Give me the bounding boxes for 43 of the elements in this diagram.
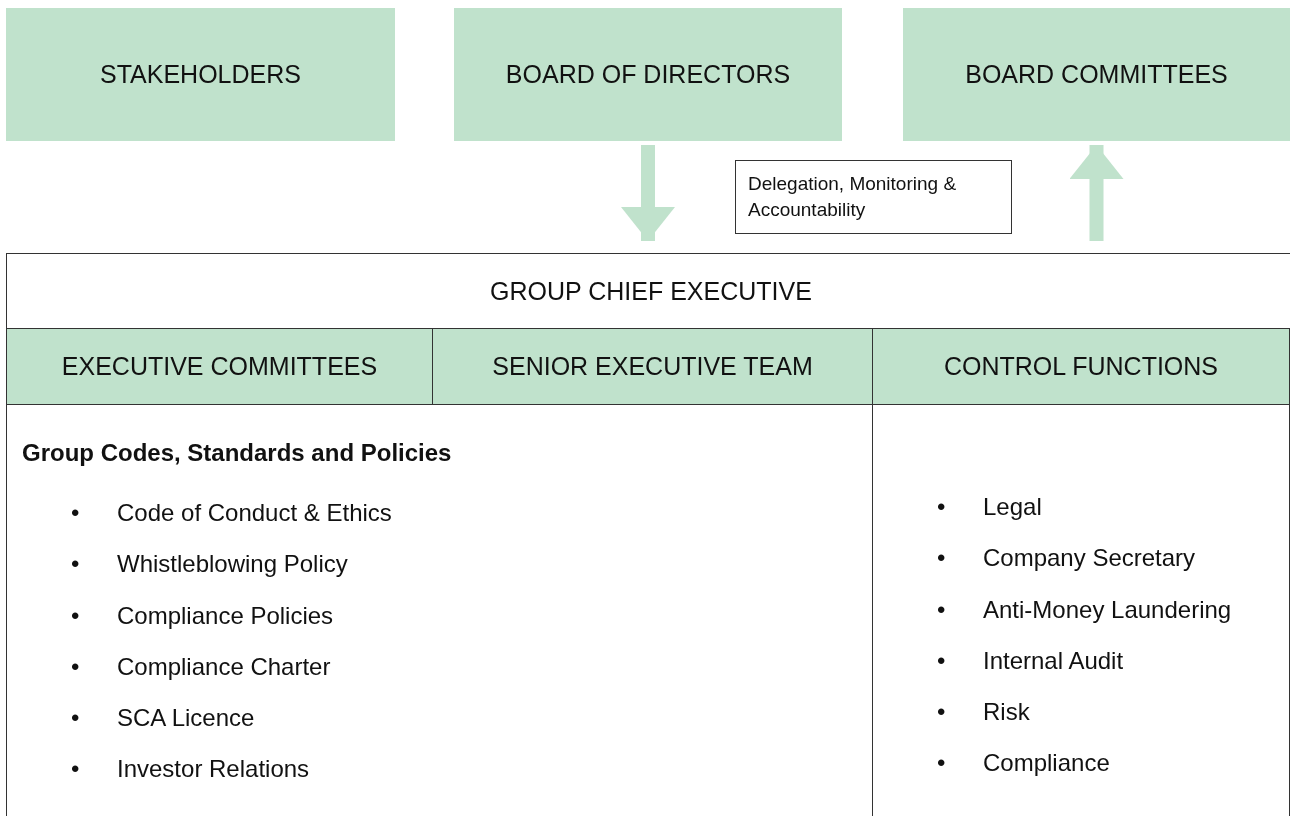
block-arrow: [621, 145, 675, 241]
heading-box: [432, 328, 873, 405]
heading-box: [903, 8, 1290, 141]
box-label: Delegation, Monitoring & Accountability: [748, 172, 958, 222]
block-arrow: [1069, 145, 1124, 241]
box-label: BOARD COMMITTEES: [965, 60, 1228, 89]
heading-box: [6, 253, 1290, 329]
list-item: Investor Relations: [117, 755, 310, 783]
list-item: Risk: [983, 698, 1030, 726]
bullet: •: [937, 748, 946, 779]
list-item: Compliance: [983, 749, 1110, 777]
heading-box: [6, 328, 433, 405]
box-label: STAKEHOLDERS: [100, 60, 301, 89]
box-label: SENIOR EXECUTIVE TEAM: [492, 352, 813, 381]
heading-box: [454, 8, 842, 141]
box-label: EXECUTIVE COMMITTEES: [61, 352, 378, 381]
bullet: •: [937, 594, 946, 625]
bullet: •: [937, 492, 946, 522]
box-label: CONTROL FUNCTIONS: [943, 352, 1219, 381]
list-item: Company Secretary: [983, 544, 1196, 572]
bullet: •: [71, 600, 80, 631]
bullet: •: [937, 697, 946, 728]
list-item: SCA Licence: [117, 704, 255, 732]
box-label: GROUP CHIEF EXECUTIVE: [490, 276, 812, 306]
list-item: Compliance Charter: [117, 652, 331, 680]
note-box: [735, 160, 1012, 234]
heading-box: [6, 8, 395, 141]
bullet: •: [71, 549, 80, 580]
list-item: Compliance Policies: [117, 601, 334, 629]
bullet: •: [937, 543, 946, 574]
box-label: BOARD OF DIRECTORS: [505, 60, 791, 89]
list-item: Legal: [983, 493, 1042, 520]
bullet: •: [71, 651, 80, 682]
list-heading: Group Codes, Standards and Policies: [22, 439, 452, 467]
heading-box: [872, 328, 1290, 405]
list-item: Code of Conduct & Ethics: [117, 499, 392, 526]
bullet: •: [71, 703, 80, 734]
bullet: •: [937, 645, 946, 676]
list-item: Internal Audit: [983, 646, 1124, 674]
bullet: •: [71, 754, 80, 785]
bullet: •: [71, 498, 80, 528]
list-item: Anti-Money Laundering: [983, 595, 1232, 623]
list-item: Whistleblowing Policy: [117, 550, 348, 578]
